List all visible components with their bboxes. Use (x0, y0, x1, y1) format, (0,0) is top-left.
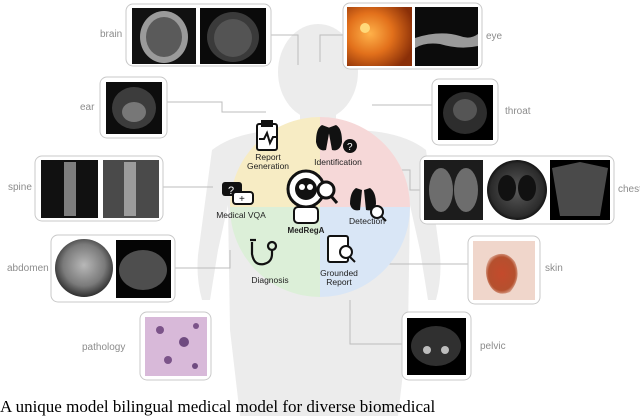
identification-icon: ? (316, 125, 357, 153)
region-label-brain: brain (100, 29, 123, 40)
detection-icon (350, 188, 387, 222)
task-label-grounded-report: Grounded Report (314, 269, 364, 287)
region-label-skin: skin (545, 263, 563, 274)
pelvic-images (401, 311, 472, 381)
task-label-identification: Identification (314, 157, 362, 167)
region-label-throat: throat (505, 106, 531, 117)
throat-images (431, 78, 499, 146)
diagnosis-icon (250, 238, 278, 266)
region-label-chest: chest (618, 184, 640, 195)
brain-images (125, 3, 272, 67)
region-label-spine: spine (8, 182, 32, 193)
grounded-report-icon (327, 235, 356, 263)
spine-images (34, 155, 164, 222)
abdomen-images (50, 234, 176, 303)
pathology-images (139, 311, 212, 381)
region-label-ear: ear (80, 102, 95, 113)
task-label-report-generation: Report Generation (244, 153, 292, 171)
chest-images (419, 155, 615, 225)
task-label-detection: Detection (349, 216, 385, 226)
ear-images (99, 76, 168, 139)
task-label-grounded-line1: Grounded (320, 268, 358, 278)
medrega-robot-icon (286, 169, 339, 224)
region-label-abdomen: abdomen (7, 263, 49, 274)
task-label-report-line1: Report (255, 152, 281, 162)
task-label-grounded-line2: Report (326, 277, 352, 287)
task-label-diagnosis: Diagnosis (251, 275, 289, 285)
region-label-eye: eye (486, 31, 503, 42)
task-label-medical-vqa: Medical VQA (216, 210, 266, 220)
report-generation-icon (256, 120, 278, 151)
center-model-name: MedRegA (287, 226, 325, 235)
eye-images (342, 2, 483, 70)
task-label-report-line2: Generation (246, 161, 290, 171)
region-label-pathology: pathology (82, 342, 126, 353)
skin-images (467, 235, 541, 305)
svg-text:?: ? (347, 142, 353, 153)
region-label-pelvic: pelvic (480, 341, 506, 352)
medical-vqa-icon: ? + (222, 182, 254, 205)
svg-text:?: ? (228, 185, 234, 197)
svg-text:+: + (239, 194, 245, 205)
figure-caption: A unique model bilingual medical model f… (0, 398, 436, 416)
